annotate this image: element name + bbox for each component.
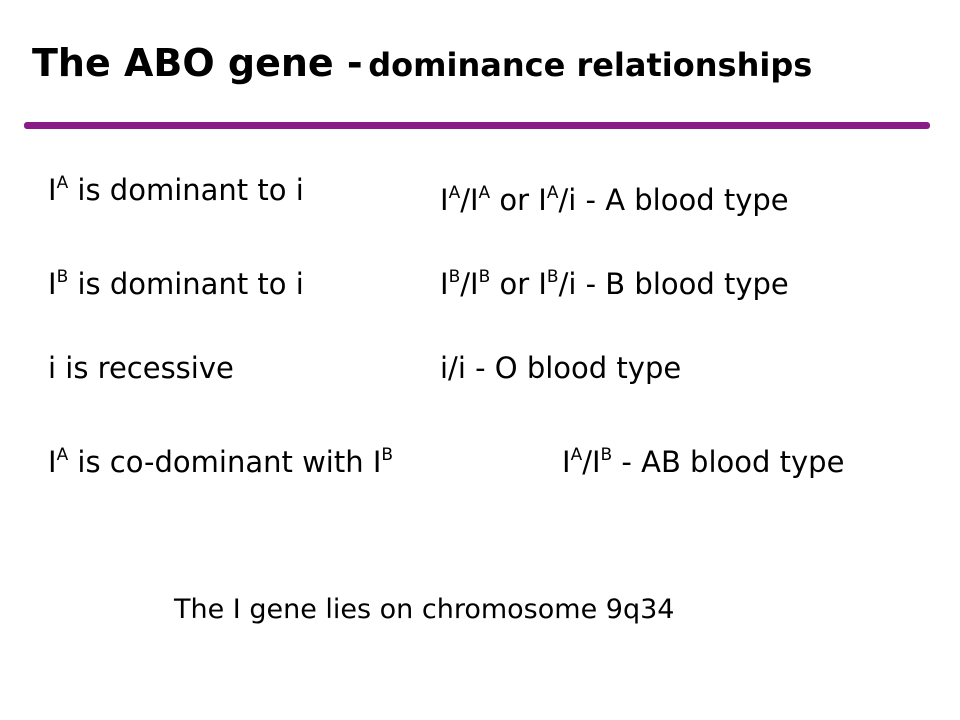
allele-superscript: A xyxy=(448,183,461,203)
allele-letter: I xyxy=(48,267,57,301)
blood-type-ab-genotype: IA/IB - AB blood type xyxy=(562,445,845,479)
allele-superscript: A xyxy=(56,445,69,465)
genotype-text: I xyxy=(440,183,449,217)
allele-letter: I xyxy=(48,445,57,479)
allele-superscript: B xyxy=(546,267,559,287)
allele-superscript: B xyxy=(478,267,491,287)
allele-superscript: B xyxy=(600,445,613,465)
genotype-text: /I xyxy=(460,183,479,217)
allele-superscript: B xyxy=(381,445,394,465)
title-divider xyxy=(24,122,930,129)
blood-type-b-genotypes: IB/IB or IB/i - B blood type xyxy=(440,267,789,301)
statement-text: is co-dominant with I xyxy=(68,445,382,479)
genotype-text: or I xyxy=(490,183,547,217)
codominant-statement: IA is co-dominant with IB xyxy=(48,445,394,479)
recessive-statement: i is recessive xyxy=(48,351,234,385)
allele-superscript: B xyxy=(56,267,69,287)
allele-letter: I xyxy=(48,173,57,207)
allele-superscript: A xyxy=(478,183,491,203)
slide-title: The ABO gene - dominance relationships xyxy=(32,44,812,82)
genotype-text: I xyxy=(562,445,571,479)
allele-superscript: A xyxy=(570,445,583,465)
genotype-text: or I xyxy=(490,267,547,301)
statement-text: is dominant to i xyxy=(68,267,304,301)
allele-superscript: B xyxy=(448,267,461,287)
blood-type-o-genotype: i/i - O blood type xyxy=(440,351,682,385)
genotype-text: - AB blood type xyxy=(612,445,845,479)
allele-superscript: A xyxy=(56,173,69,193)
chromosome-location-note: The I gene lies on chromosome 9q34 xyxy=(174,594,675,625)
genotype-text: /I xyxy=(460,267,479,301)
blood-type-a-genotypes: IA/IA or IA/i - A blood type xyxy=(440,183,789,217)
title-subtitle: dominance relationships xyxy=(368,46,813,84)
ia-dominant-statement: IA is dominant to i xyxy=(48,173,304,207)
genotype-text: /I xyxy=(582,445,601,479)
statement-text: is dominant to i xyxy=(68,173,304,207)
genotype-text: /i - A blood type xyxy=(558,183,789,217)
genotype-text: I xyxy=(440,267,449,301)
genotype-text: /i - B blood type xyxy=(558,267,789,301)
allele-superscript: A xyxy=(546,183,559,203)
ib-dominant-statement: IB is dominant to i xyxy=(48,267,304,301)
title-main: The ABO gene - xyxy=(32,41,363,85)
